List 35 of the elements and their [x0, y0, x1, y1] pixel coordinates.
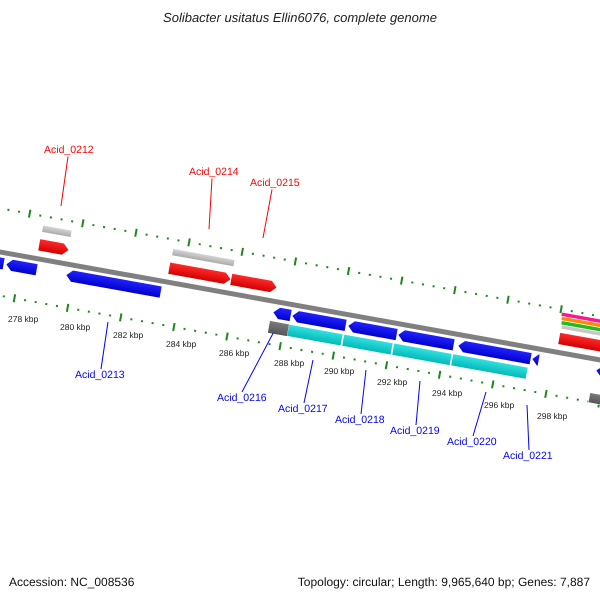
leader-line [60, 156, 68, 206]
leader-line [360, 370, 366, 414]
gene-label: Acid_0221 [503, 451, 553, 462]
leader-line [262, 189, 272, 238]
title: Solibacter usitatus Ellin6076, complete genome [162, 11, 438, 24]
gene-label: Acid_0212 [44, 145, 94, 156]
scale-label: 294 kbp [432, 389, 462, 398]
gene-label: Acid_0215 [250, 178, 300, 188]
scale-label: 292 kbp [377, 378, 408, 386]
scale-label: 290 kbp [324, 367, 354, 376]
scale-label: 286 kbp [219, 349, 250, 358]
leader-line [472, 392, 486, 436]
gene-label: Acid_0219 [390, 426, 440, 436]
leader-line [416, 380, 420, 426]
leader-line [242, 332, 274, 392]
gene-label: Acid_0218 [335, 415, 385, 426]
scale-label: 280 kbp [60, 323, 90, 332]
gene-bar [268, 320, 289, 336]
gene-label: Acid_0214 [189, 167, 239, 178]
scale-label: 296 kbp [484, 401, 514, 410]
scale-label: 288 kbp [274, 359, 304, 368]
leader-line [100, 322, 108, 370]
gene-label: Acid_0217 [278, 404, 328, 414]
accession-text: Accession: NC_008536 [9, 576, 134, 588]
scale-label: 282 kbp [113, 331, 144, 340]
leader-line [526, 404, 530, 450]
scale-label: 284 kbp [166, 340, 196, 348]
leader-line [304, 360, 314, 404]
genome-info-text: Topology: circular; Length: 9,965,640 bp; Genes: 7,887 [298, 576, 590, 588]
gene-label: Acid_0220 [447, 437, 497, 448]
leader-line [208, 178, 212, 230]
scale-label: 278 kbp [8, 315, 38, 324]
gene-label: Acid_0213 [75, 370, 125, 380]
gene-label: Acid_0216 [217, 393, 267, 404]
scale-label: 298 kbp [537, 412, 568, 420]
